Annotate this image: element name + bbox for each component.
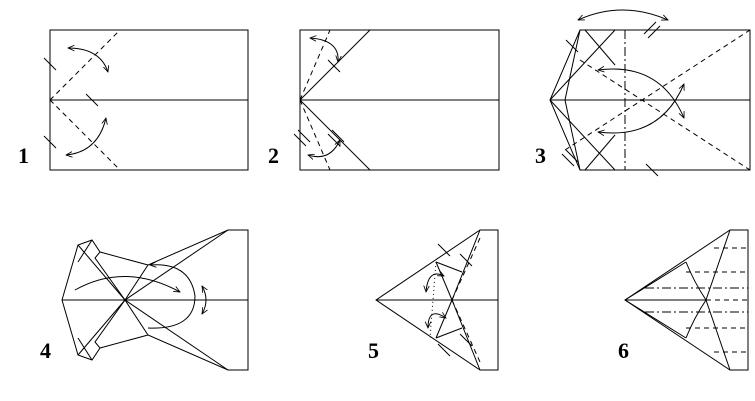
wing-edge: [624, 261, 687, 301]
fold-arrow: [74, 276, 180, 292]
wing-edge: [705, 229, 731, 301]
tick-mark: [331, 129, 345, 143]
step-number: 2: [268, 143, 279, 168]
valley-fold-line: [451, 299, 481, 363]
inner-edge: [77, 337, 93, 361]
step-number: 3: [535, 143, 546, 168]
wing-curve-top: [685, 261, 707, 301]
folded-edge: [549, 29, 616, 101]
inner-edge: [124, 299, 229, 371]
tick-mark: [561, 153, 575, 167]
model-outline: [624, 229, 749, 371]
step-number: 5: [368, 338, 379, 363]
flap-edge: [564, 99, 581, 171]
valley-fold-line: [451, 237, 481, 301]
inner-edge: [77, 244, 126, 301]
flap-edge: [435, 261, 463, 273]
small-arrow: [202, 286, 206, 314]
step-number: 4: [40, 338, 51, 363]
tick-mark: [565, 149, 579, 163]
flap-edge: [435, 327, 463, 339]
tick-mark: [459, 253, 473, 267]
wing-edge: [624, 299, 687, 339]
fold-arrow-bottom: [308, 140, 341, 157]
folded-edge-bottom: [299, 99, 371, 171]
inner-edge: [99, 251, 149, 266]
tick-mark: [437, 343, 451, 357]
fold-arrow-bottom: [428, 314, 446, 328]
fold-arrow-top: [310, 38, 338, 62]
valley-fold-line-diagonal: [579, 59, 751, 171]
step-3: 3: [535, 9, 751, 177]
tick-mark: [643, 21, 657, 35]
paper-outline: [549, 29, 751, 171]
tick-mark: [645, 163, 659, 177]
inner-edge: [77, 299, 126, 356]
tick-mark: [647, 25, 661, 39]
step-2: 2: [268, 29, 500, 171]
flap-edge: [564, 29, 581, 101]
wing-curve-bottom: [685, 299, 707, 339]
valley-fold-line-bottom: [299, 99, 331, 171]
folded-edge-top: [299, 29, 371, 101]
folded-edge: [549, 99, 616, 171]
step-1: 1: [18, 29, 249, 171]
inner-edge: [124, 229, 229, 301]
flap-edge: [451, 299, 481, 371]
step-number: 1: [18, 143, 29, 168]
tick-mark: [293, 133, 307, 147]
tick-mark: [43, 57, 57, 71]
flap-edge: [584, 29, 616, 66]
swivel-arrow-lower: [598, 84, 684, 133]
valley-fold-line-bottom: [49, 99, 121, 171]
valley-fold-line-top: [299, 29, 331, 101]
flap-edge: [451, 229, 481, 301]
step-4: 4: [40, 229, 249, 371]
tick-mark: [85, 93, 99, 107]
fold-arrow-top: [426, 274, 444, 292]
wing-edge: [705, 299, 731, 371]
valley-fold-line-top: [49, 29, 121, 101]
fold-arrow-top: [578, 9, 668, 20]
step-6: 6: [618, 229, 749, 371]
valley-fold-line-diagonal: [564, 29, 751, 151]
inner-edge: [77, 239, 93, 263]
tick-mark: [437, 243, 451, 257]
tick-mark: [43, 135, 57, 149]
flap-edge: [584, 134, 616, 171]
step-5: 5: [368, 229, 499, 371]
swivel-arrow-upper: [598, 69, 684, 118]
step-number: 6: [618, 338, 629, 363]
inner-edge: [99, 334, 149, 349]
fold-arrow-under: [147, 265, 196, 329]
fold-arrow-bottom: [66, 118, 106, 155]
tick-mark: [459, 333, 473, 347]
fold-arrow-top: [68, 48, 108, 72]
tick-mark: [565, 39, 579, 53]
